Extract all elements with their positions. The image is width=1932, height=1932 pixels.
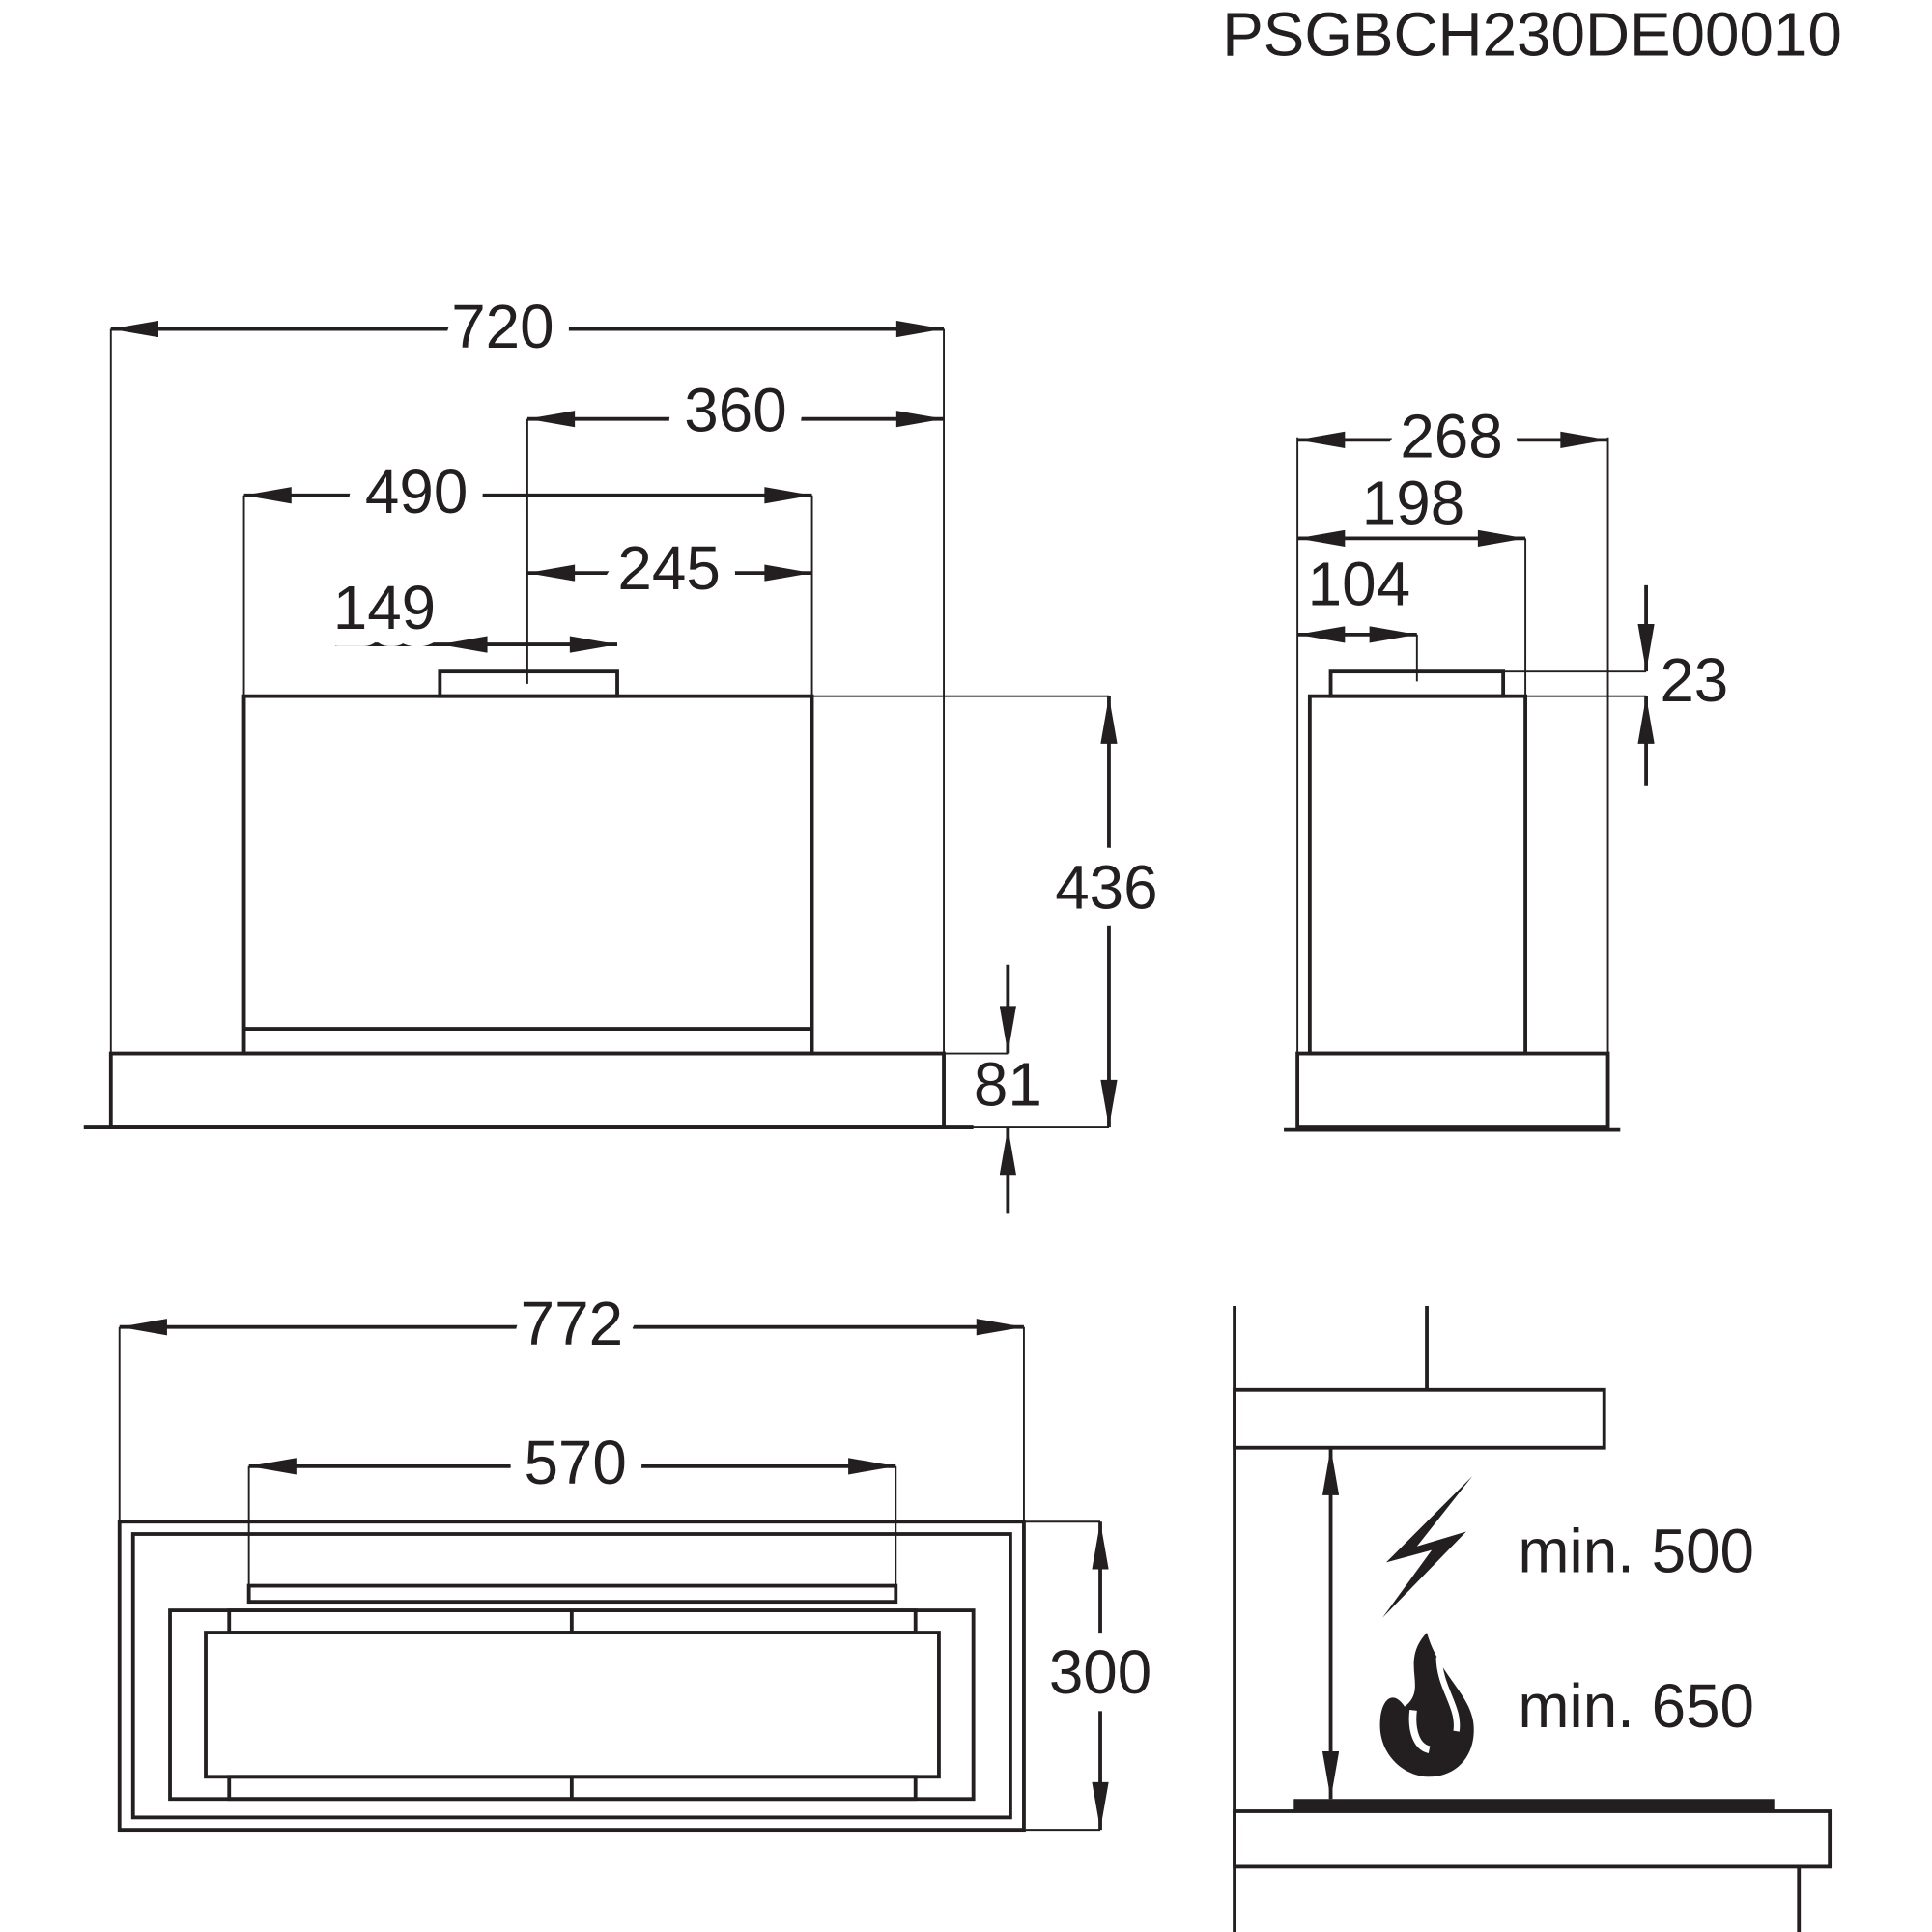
lightning-icon [1382, 1476, 1473, 1618]
dim-81: 81 [974, 1049, 1042, 1119]
dim-23: 23 [1660, 645, 1728, 715]
dim-149: 149 [333, 573, 436, 642]
gas-clearance-label: min. 650 [1518, 1671, 1754, 1741]
model-number: PSGBCH230DE00010 [1222, 0, 1842, 69]
dim-300: 300 [1049, 1637, 1151, 1707]
dim-772: 772 [521, 1289, 623, 1358]
electric-clearance-label: min. 500 [1518, 1517, 1754, 1586]
dim-268: 268 [1400, 401, 1502, 470]
side-view: 268 198 104 23 [1284, 384, 1728, 1132]
dim-198: 198 [1362, 468, 1464, 537]
dim-720: 720 [451, 292, 554, 361]
bottom-view: 772 570 300 [117, 1271, 1169, 1833]
dim-245: 245 [617, 533, 720, 603]
dim-104: 104 [1308, 550, 1410, 619]
dim-490: 490 [365, 457, 468, 526]
installation-clearance: min. 500 min. 650 [1233, 1306, 1833, 1932]
flame-icon [1379, 1633, 1474, 1777]
dim-360: 360 [684, 376, 786, 445]
front-view: 720 360 490 245 149 436 81 [83, 274, 1175, 1214]
dim-570: 570 [524, 1428, 626, 1497]
dim-436: 436 [1055, 852, 1157, 922]
